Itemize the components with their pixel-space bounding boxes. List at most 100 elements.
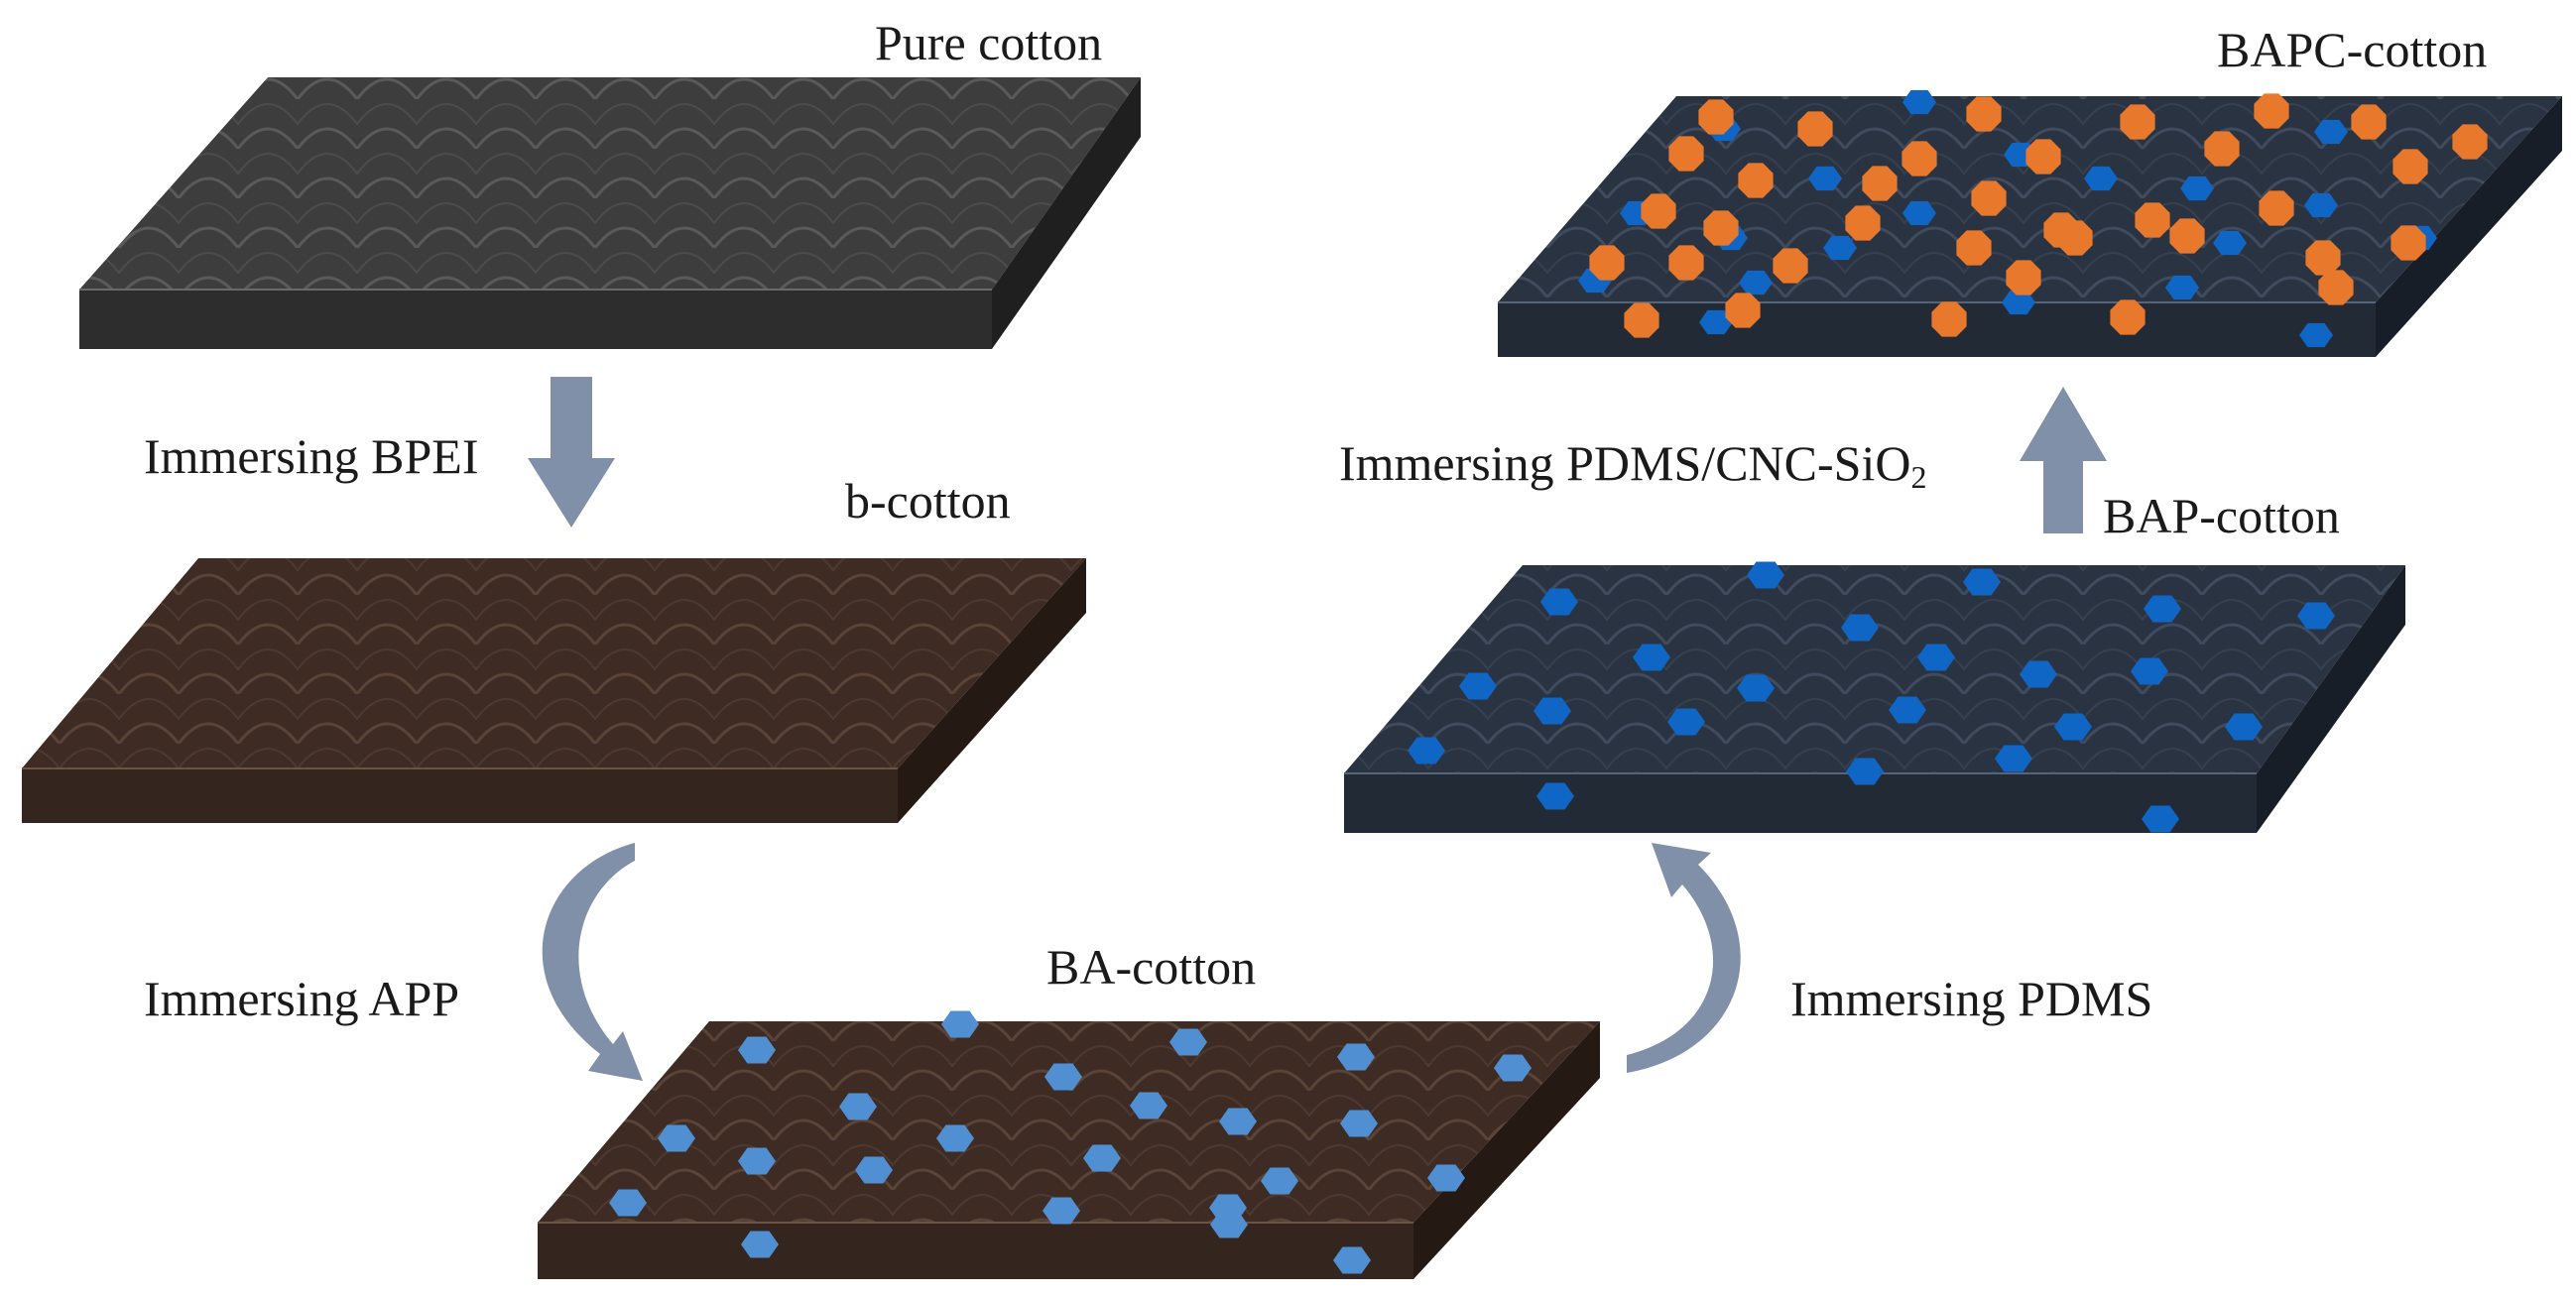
app-particle	[2314, 119, 2348, 145]
app-particle	[609, 1189, 647, 1217]
slab-pure-cotton	[79, 77, 1141, 349]
app-particle	[1633, 644, 1670, 671]
app-particle	[2142, 805, 2179, 833]
arrow-curved-app	[542, 843, 643, 1081]
label-bap-cotton: BAP-cotton	[2103, 488, 2340, 543]
app-particle	[738, 1036, 776, 1064]
cnc-sio2-particle	[1589, 245, 1625, 281]
cnc-sio2-particle	[2006, 260, 2041, 295]
app-particle	[1043, 1197, 1080, 1225]
label-pure-cotton: Pure cotton	[875, 15, 1103, 70]
cnc-sio2-particle	[1624, 302, 1659, 338]
arrow-curved-pdms	[1627, 843, 1741, 1073]
app-particle	[738, 1147, 776, 1175]
step-immersing-pdms-cnc-sio2: Immersing PDMS/CNC-SiO2	[1339, 438, 1926, 493]
app-particle	[1408, 737, 1445, 765]
app-particle	[1337, 1043, 1375, 1071]
app-particle	[741, 1231, 779, 1258]
app-particle	[855, 1156, 893, 1184]
cnc-sio2-particle	[1966, 96, 2002, 132]
label-bapc-cotton: BAPC-cotton	[2217, 22, 2488, 77]
cnc-sio2-particle	[2392, 149, 2428, 184]
cnc-sio2-particle	[1901, 141, 1937, 176]
app-particle	[1902, 200, 1936, 226]
cnc-sio2-particle	[1797, 111, 1833, 147]
cnc-sio2-particle	[1956, 230, 1992, 266]
app-particle	[1747, 561, 1784, 589]
app-particle	[2144, 595, 2181, 623]
cnc-sio2-particle	[1931, 301, 1967, 337]
app-particle	[2180, 176, 2214, 201]
app-particle	[1427, 1164, 1465, 1192]
app-particle	[2225, 713, 2263, 741]
cnc-sio2-particle	[2120, 104, 2155, 140]
cnc-sio2-particle	[2057, 220, 2093, 256]
app-particle	[1536, 782, 1574, 810]
slab-bapc-cotton	[1498, 96, 2562, 357]
app-particle	[1340, 1110, 1378, 1137]
app-particle	[1044, 1063, 1082, 1091]
slab-ba-cotton	[538, 1021, 1600, 1279]
app-particle	[1219, 1108, 1257, 1135]
step-immersing-pdms: Immersing PDMS	[1790, 971, 2153, 1026]
app-particle	[2020, 660, 2057, 688]
app-particle	[1841, 614, 1879, 642]
cnc-sio2-particle	[2391, 225, 2426, 261]
app-particle	[1737, 674, 1775, 702]
cnc-sio2-particle	[2254, 93, 2289, 129]
cnc-sio2-particle	[2135, 202, 2170, 238]
app-particle	[839, 1093, 877, 1120]
arrow-down-bpei	[528, 377, 615, 528]
app-particle	[1333, 1246, 1371, 1274]
cnc-sio2-particle	[1862, 166, 1898, 201]
step-pdms-cnc-subscript: 2	[1910, 459, 1927, 495]
label-ba-cotton: BA-cotton	[1046, 939, 1257, 995]
cnc-sio2-particle	[2259, 190, 2294, 226]
app-particle-layer-bap	[1408, 561, 2335, 833]
cnc-sio2-particle	[2351, 104, 2387, 140]
app-particle	[2054, 713, 2092, 741]
app-particle	[2213, 230, 2247, 256]
app-particle	[1169, 1028, 1207, 1056]
cnc-sio2-particle	[1725, 293, 1761, 328]
app-particle	[1808, 166, 1842, 191]
cnc-sio2-particle	[1773, 248, 1808, 284]
app-particle-layer-ba	[609, 1010, 1532, 1274]
arrow-up-pdms-cnc	[2020, 387, 2107, 533]
app-particle	[1963, 568, 2001, 596]
app-particle	[941, 1010, 979, 1038]
app-particle	[1667, 708, 1705, 736]
app-particle	[2084, 166, 2118, 191]
app-particle	[2002, 290, 2035, 315]
app-particle	[1210, 1211, 1248, 1238]
step-immersing-bpei: Immersing BPEI	[144, 428, 479, 484]
app-particle	[1823, 235, 1857, 261]
app-particle	[1540, 588, 1578, 616]
app-particle	[2297, 602, 2335, 630]
cnc-sio2-particle	[2452, 124, 2488, 160]
app-particle	[1083, 1144, 1121, 1172]
app-particle	[1130, 1092, 1167, 1119]
app-particle	[1494, 1054, 1532, 1082]
cnc-sio2-particle	[2204, 131, 2240, 167]
app-particle	[2165, 275, 2199, 300]
app-particle	[658, 1124, 695, 1152]
cnc-sio2-particle	[1641, 193, 1676, 229]
cnc-sio2-particle	[1703, 210, 1739, 246]
step-pdms-cnc-text: Immersing PDMS/CNC-SiO	[1339, 435, 1911, 491]
app-particle	[1739, 270, 1773, 295]
app-particle	[2304, 192, 2338, 218]
slab-b-cotton	[22, 558, 1086, 823]
app-particle	[1261, 1167, 1298, 1195]
cnc-sio2-particle-layer-bapc	[1589, 93, 2488, 338]
cnc-sio2-particle	[1845, 205, 1881, 241]
step-immersing-app: Immersing APP	[144, 971, 460, 1026]
app-particle	[1846, 758, 1884, 785]
cnc-sio2-particle	[1698, 99, 1734, 135]
cnc-sio2-particle	[2318, 270, 2354, 305]
app-particle	[1533, 697, 1571, 725]
cnc-sio2-particle	[1668, 245, 1704, 281]
app-particle	[1902, 89, 1936, 115]
app-particle	[1459, 672, 1497, 700]
